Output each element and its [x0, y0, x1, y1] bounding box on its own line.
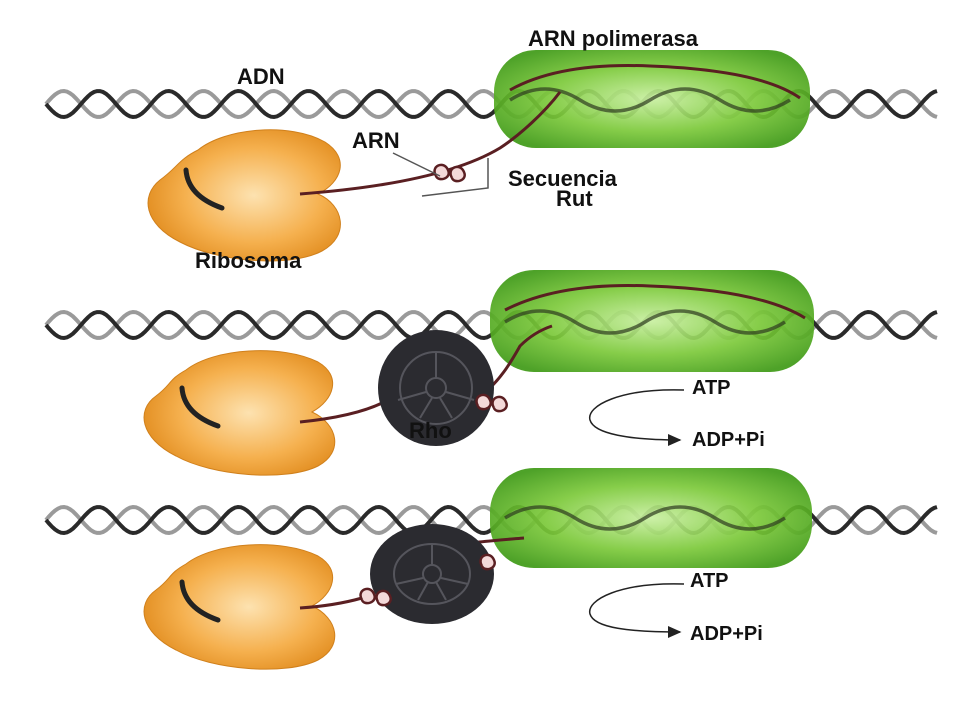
label-atp: ATP [690, 570, 729, 592]
label-adp-pi: ADP+Pi [692, 429, 765, 451]
rna-strand [299, 91, 562, 196]
rna-polymerase [490, 270, 814, 372]
rut-loop-left [359, 587, 392, 607]
label-ribosome: Ribosoma [195, 248, 302, 273]
panel-2: Rho ATP ADP+Pi [44, 270, 938, 476]
rut-pointer-bracket [421, 158, 489, 197]
rna-polymerase [490, 468, 812, 568]
atp-hydrolysis-arrow [589, 583, 685, 638]
label-rna: ARN [352, 128, 400, 153]
dna-through-polymerase [504, 505, 786, 531]
mrna-in-ribosome [179, 579, 221, 623]
ribosome [143, 350, 336, 476]
panel-1: ADN ARN polimerasa ARN Secuencia Rut Rib… [44, 26, 938, 273]
label-dna: ADN [237, 64, 285, 89]
rut-loop [433, 163, 466, 183]
dna-through-polymerase [509, 87, 791, 113]
label-rut-line2: Rut [556, 186, 593, 211]
atp-hydrolysis-arrow [589, 389, 685, 446]
ribosome [147, 129, 341, 262]
label-atp: ATP [692, 377, 731, 399]
mrna-in-ribosome [183, 167, 225, 211]
ribosome [143, 544, 336, 670]
panel-3: ATP ADP+Pi [44, 468, 938, 670]
rho-protein [359, 524, 496, 624]
rho-protein [378, 330, 508, 446]
rut-loop-right [479, 553, 496, 571]
label-rut-line1: Secuencia [508, 166, 618, 191]
label-rho: Rho [409, 418, 452, 443]
rna-in-polymerase [509, 64, 801, 100]
rut-loop [475, 393, 508, 413]
label-polymerase: ARN polimerasa [528, 26, 699, 51]
rna-in-polymerase [504, 284, 806, 320]
label-adp-pi: ADP+Pi [690, 623, 763, 645]
dna-through-polymerase [504, 309, 786, 335]
mrna-in-ribosome [179, 385, 221, 429]
rna-pointer-line [392, 152, 441, 177]
